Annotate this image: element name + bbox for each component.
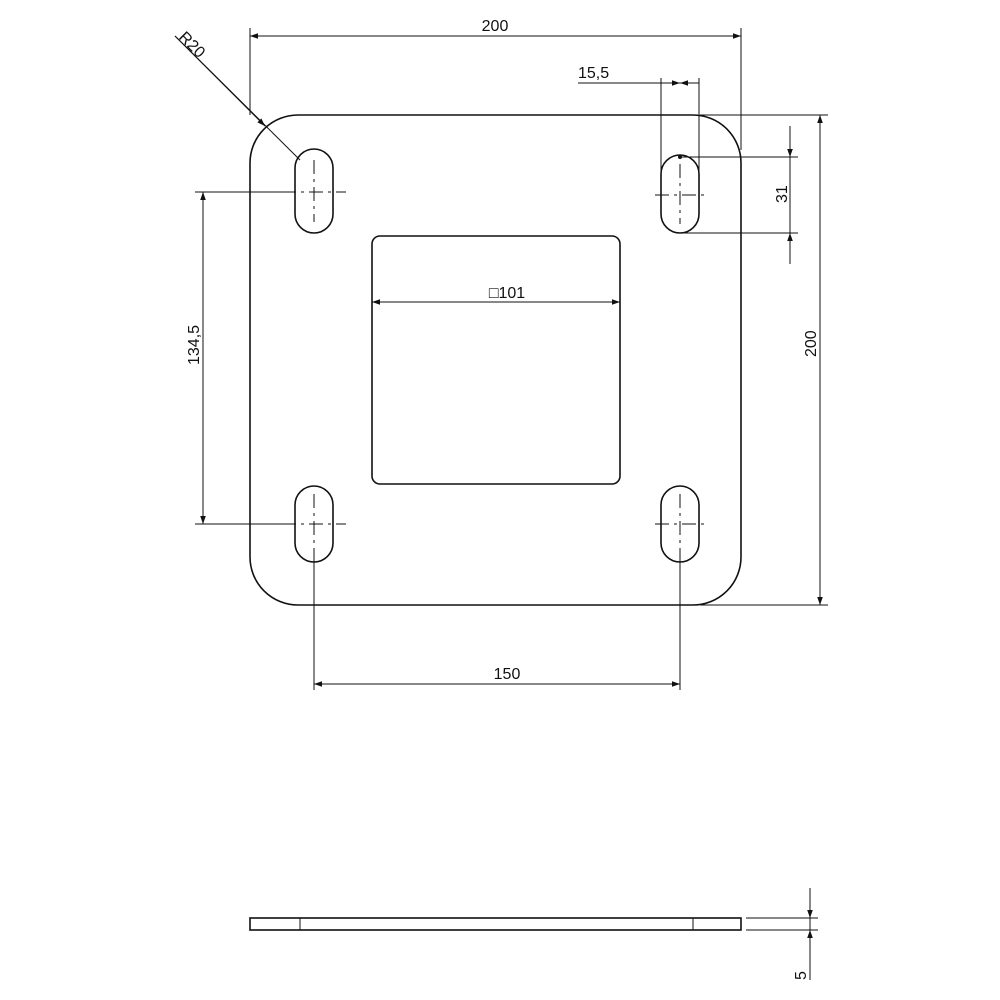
plate-outline [249, 114, 742, 606]
dim-slot-width: 15,5 [578, 65, 700, 185]
svg-text:200: 200 [482, 18, 509, 35]
svg-text:200: 200 [803, 330, 820, 357]
svg-text:5: 5 [793, 971, 810, 980]
dim-overall-height: 200 [700, 114, 828, 606]
dim-horizontal-spacing: 150 [313, 556, 681, 690]
slot-bottom-right [655, 485, 706, 563]
svg-text:15,5: 15,5 [578, 65, 609, 82]
svg-text:□101: □101 [489, 285, 525, 302]
side-view [249, 917, 742, 931]
svg-text:150: 150 [494, 666, 521, 683]
slot-bottom-left [282, 485, 346, 563]
slot-top-left [282, 148, 346, 234]
svg-text:134,5: 134,5 [186, 325, 203, 365]
dim-overall-width: 200 [249, 18, 742, 150]
dim-radius: R20 [174, 29, 301, 161]
dim-slot-length: 31 [678, 126, 798, 264]
dim-thickness: 5 [746, 888, 818, 980]
dim-vertical-spacing: 134,5 [186, 191, 282, 525]
slot-top-right [655, 154, 706, 234]
svg-text:R20: R20 [175, 29, 208, 62]
square-hole [371, 235, 621, 485]
svg-text:31: 31 [774, 185, 791, 203]
dim-square-hole: □101 [372, 285, 620, 305]
